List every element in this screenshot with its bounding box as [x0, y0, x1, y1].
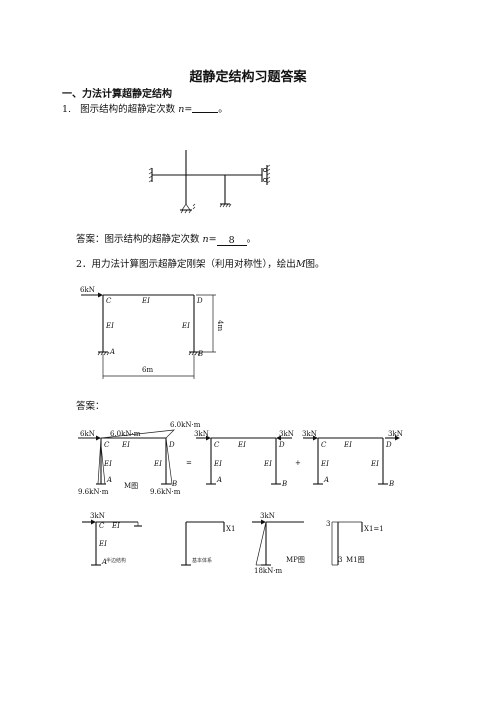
figure-2-frame: 6kN C D EI EI EI A B 4m 6m	[80, 286, 224, 379]
page-title: 超静定结构习题答案	[189, 70, 307, 85]
half-structure-caption: 半边结构	[106, 557, 126, 564]
m-moment-top: 6.0kN·m	[170, 421, 201, 429]
svg-text:EI: EI	[370, 460, 379, 468]
m-load: 6kN	[80, 430, 95, 438]
m1-diagram	[331, 521, 363, 566]
m-moment-c: 6.0kN·m	[110, 430, 141, 438]
svg-text:3kN: 3kN	[302, 430, 317, 438]
mp-diagram-label: MP图	[286, 556, 305, 564]
m1-value-bottom: 3	[338, 556, 342, 564]
load-label: 6kN	[80, 286, 95, 294]
svg-text:C: C	[321, 441, 327, 449]
svg-text:C: C	[99, 522, 105, 530]
height-label: 4m	[216, 320, 224, 331]
svg-text:A: A	[216, 476, 222, 484]
svg-text:C: C	[104, 441, 110, 449]
node-a: A	[109, 348, 115, 356]
svg-text:3kN: 3kN	[260, 512, 275, 520]
m-moment-a: 9.6kN·m	[78, 488, 109, 496]
svg-text:EI: EI	[111, 522, 120, 530]
question-1: 1. 图示结构的超静定次数 n=。	[62, 102, 228, 115]
svg-text:EI: EI	[103, 460, 112, 468]
answer-1: 答案：图示结构的超静定次数 n=8。	[76, 234, 257, 246]
node-d: D	[196, 297, 203, 305]
svg-text:A: A	[106, 476, 112, 484]
svg-text:B: B	[388, 480, 394, 488]
svg-text:A: A	[323, 476, 329, 484]
svg-text:B: B	[171, 480, 177, 488]
node-c: C	[106, 297, 112, 305]
frame-members	[102, 294, 195, 352]
left-fixed-support-icon	[148, 167, 153, 183]
svg-text:EI: EI	[263, 460, 272, 468]
svg-text:EI: EI	[320, 460, 329, 468]
bottom-pin-support-icon	[180, 203, 196, 214]
left-column-ei: EI	[105, 322, 114, 330]
frame-members	[152, 150, 262, 204]
svg-text:EI: EI	[237, 441, 246, 449]
basic-x1: X1	[226, 525, 235, 533]
bottom-fixed-support-icon	[219, 203, 232, 208]
m-diagram	[78, 429, 175, 485]
figure-3-answer: 6kN 6.0kN·m 6.0kN·m C EI D EI EI A B 9.6…	[78, 421, 403, 575]
svg-text:3kN: 3kN	[388, 430, 403, 438]
load-arrow-icon	[81, 292, 103, 298]
svg-text:3kN: 3kN	[194, 430, 209, 438]
svg-text:EI: EI	[121, 441, 130, 449]
svg-text:EI: EI	[213, 460, 222, 468]
span-label: 6m	[142, 366, 153, 374]
section-heading: 一、力法计算超静定结构	[62, 89, 172, 100]
right-roller-support-icon	[261, 164, 271, 185]
antisymmetric-load-diagram	[303, 435, 400, 485]
m-moment-b: 9.6kN·m	[150, 488, 181, 496]
basic-system-diagram	[181, 521, 225, 566]
question-2: 2．用力法计算图示超静定刚架（利用对称性），绘出M图。	[76, 259, 325, 270]
svg-text:EI: EI	[343, 441, 352, 449]
fixed-support-a-icon	[97, 351, 110, 356]
mp-value: 18kN·m	[254, 567, 282, 575]
figure-1-structure	[148, 150, 271, 214]
equals-sign: =	[186, 459, 192, 467]
mp-diagram	[252, 519, 304, 566]
svg-text:EI: EI	[98, 540, 107, 548]
answer-value: 8	[216, 235, 247, 246]
svg-text:EI: EI	[153, 460, 162, 468]
svg-text:B: B	[281, 480, 287, 488]
beam-ei: EI	[141, 297, 150, 305]
svg-text:D: D	[168, 441, 175, 449]
svg-text:A: A	[101, 558, 107, 566]
plus-sign: +	[295, 459, 301, 467]
svg-text:C: C	[214, 441, 220, 449]
m1-diagram-label: M1图	[346, 556, 365, 564]
answer-2-label: 答案：	[76, 401, 105, 412]
svg-text:3kN: 3kN	[279, 430, 294, 438]
answer-blank	[192, 102, 219, 113]
m1-value-top: 3	[326, 520, 330, 528]
height-dimension	[196, 294, 216, 353]
span-dimension	[102, 354, 195, 379]
svg-text:D: D	[278, 441, 285, 449]
right-column-ei: EI	[181, 322, 190, 330]
symmetric-load-diagram	[196, 435, 292, 485]
m1-x1: X1=1	[364, 525, 384, 533]
svg-text:D: D	[385, 441, 392, 449]
node-b: B	[197, 350, 203, 358]
m-diagram-label: M图	[124, 482, 138, 490]
svg-text:3kN: 3kN	[90, 512, 105, 520]
half-structure-diagram	[82, 519, 142, 566]
basic-system-caption: 基本体系	[192, 557, 212, 564]
